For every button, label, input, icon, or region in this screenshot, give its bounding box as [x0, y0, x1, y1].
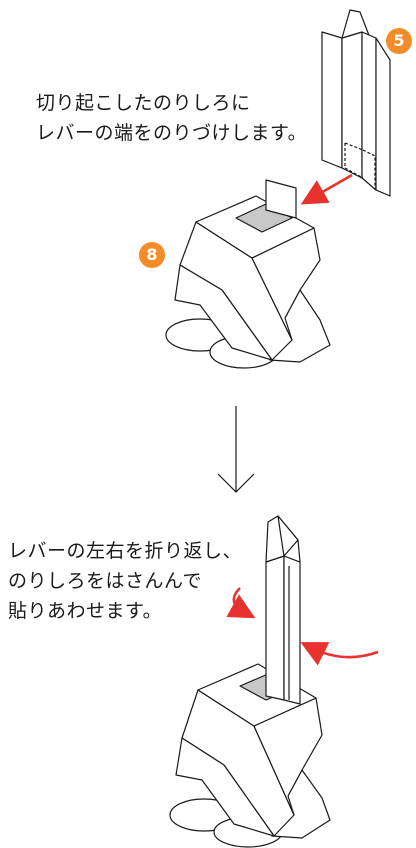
instruction-line: 切り起こしたのりしろに [36, 92, 251, 114]
lever-part-flat [321, 9, 391, 197]
body-part-bottom [169, 515, 331, 848]
body-part-top [165, 179, 331, 369]
instruction-line: レバーの端をのりづけします。 [36, 122, 308, 144]
instruction-line: のりしろをはさんんで [8, 570, 203, 592]
fold-right-arrow [300, 642, 379, 666]
fold-left-arrow [226, 587, 256, 619]
next-step-arrow [217, 406, 255, 493]
part-number-badge-5: 5 [386, 28, 412, 54]
instruction-step-2: レバーの左右を折り返し、 のりしろをはさんんで 貼りあわせます。 [8, 536, 242, 626]
instruction-line: 貼りあわせます。 [8, 600, 163, 622]
instruction-step-1: 切り起こしたのりしろに レバーの端をのりづけします。 [36, 88, 307, 148]
instruction-line: レバーの左右を折り返し、 [8, 540, 243, 562]
attach-arrow [300, 173, 353, 205]
part-number-badge-8: 8 [139, 242, 165, 268]
